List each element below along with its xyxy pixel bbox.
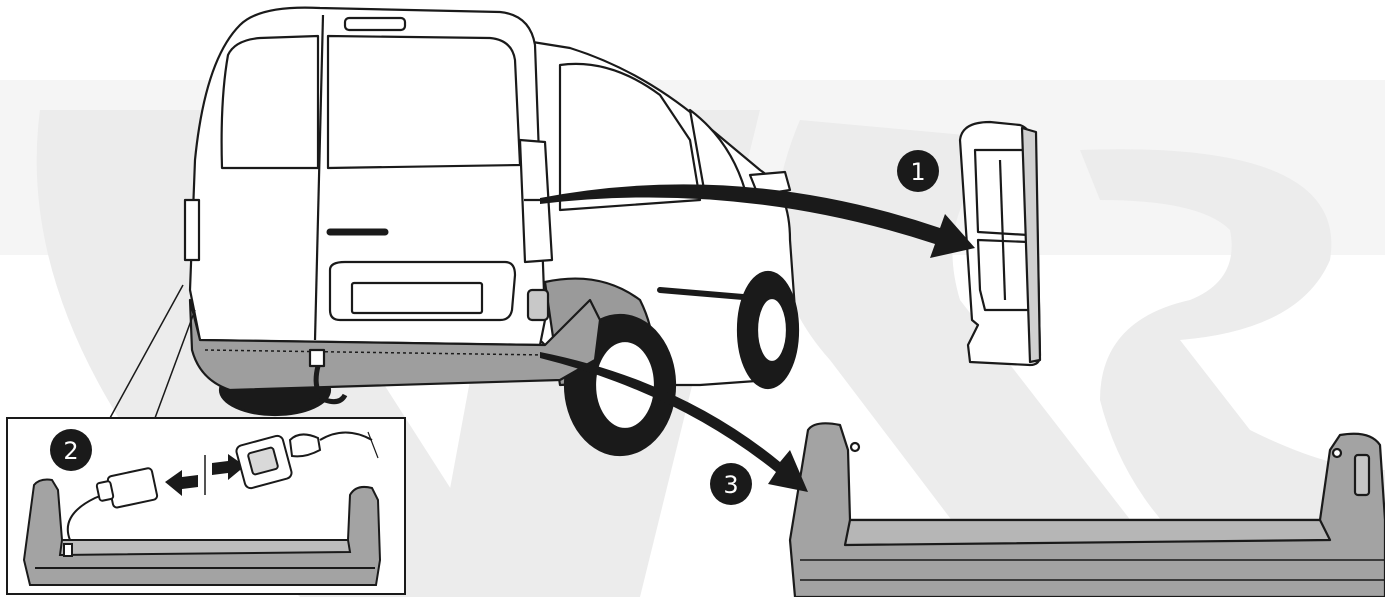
- step-1-number: 1: [910, 158, 925, 186]
- step-badge-1: 1: [897, 150, 939, 192]
- step-2-number: 2: [63, 437, 78, 465]
- step-badge-3: 3: [710, 463, 752, 505]
- step-3-number: 3: [723, 471, 738, 499]
- step-badge-2: 2: [50, 429, 92, 471]
